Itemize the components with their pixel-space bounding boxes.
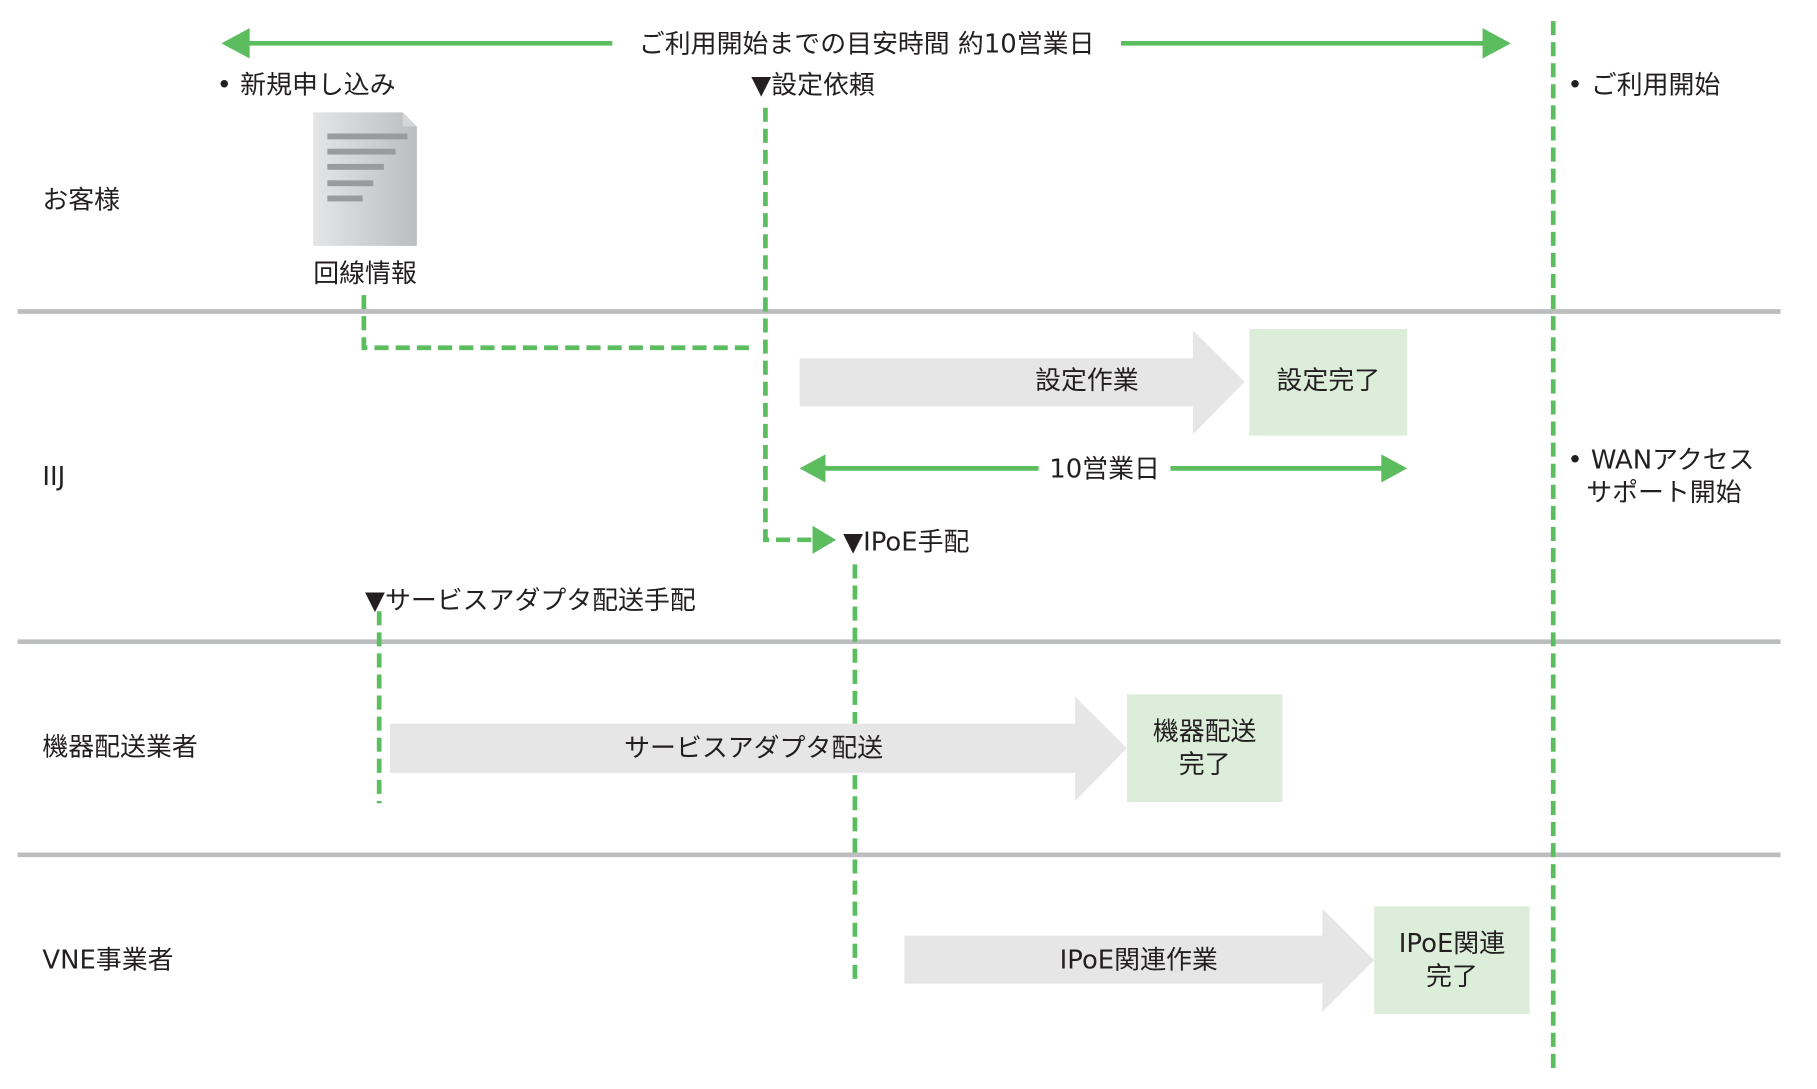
milestone-new-application: • 新規申し込み [217, 71, 396, 101]
task-arrow [799, 330, 1245, 435]
milestone-setting-request: ▼設定依頼 [751, 71, 875, 101]
complete-box-device-delivery: 機器配送 完了 [1126, 694, 1283, 803]
milestone-ipoe-arrangement: ▼IPoE手配 [843, 527, 969, 557]
lane-label-customer: お客様 [42, 185, 120, 215]
complete-box-ipoe: IPoE関連 完了 [1374, 906, 1530, 1015]
arrowhead-right-icon [1482, 28, 1511, 59]
lane-label-device-delivery: 機器配送業者 [42, 732, 197, 762]
milestone-adapter-delivery-arrangement: ▼サービスアダプタ配送手配 [365, 586, 696, 616]
milestone-wan-support-line1: • WANアクセス [1567, 445, 1754, 475]
milestone-wan-support-line2: サポート開始 [1586, 478, 1742, 508]
document-icon [313, 112, 417, 246]
complete-box-setting: 設定完了 [1249, 329, 1408, 436]
iij-span-arrow: 10営業日 [799, 454, 1408, 485]
document-text-lines [327, 133, 408, 202]
complete-label: 設定完了 [1277, 366, 1381, 396]
lane-label-iij: IIJ [42, 462, 65, 492]
complete-label-line2: 完了 [1179, 750, 1231, 780]
task-setting-work: 設定作業 [799, 330, 1245, 435]
task-label: 設定作業 [1035, 366, 1139, 396]
task-adapter-delivery: サービスアダプタ配送 [389, 696, 1127, 801]
task-arrow [904, 908, 1375, 1012]
arrowhead-left-icon [799, 454, 826, 483]
document-label: 回線情報 [313, 259, 417, 289]
task-label: IPoE関連作業 [1060, 945, 1218, 975]
complete-label-line1: IPoE関連 [1399, 929, 1506, 959]
task-arrow [389, 696, 1127, 801]
complete-label-line2: 完了 [1426, 962, 1478, 992]
lane-label-vne: VNE事業者 [42, 945, 173, 975]
milestone-service-start: • ご利用開始 [1567, 71, 1720, 101]
iij-span-label: 10営業日 [1049, 455, 1160, 485]
ipoe-arrowhead-icon [812, 525, 837, 554]
overall-span-label: ご利用開始までの目安時間 約10営業日 [639, 30, 1095, 60]
arrowhead-right-icon [1381, 454, 1408, 483]
complete-label-line1: 機器配送 [1153, 717, 1257, 747]
task-label: サービスアダプタ配送 [624, 734, 883, 764]
arrowhead-left-icon [221, 28, 250, 59]
setting-request-connector [763, 107, 815, 543]
line-info-connector [361, 295, 754, 351]
task-ipoe-work: IPoE関連作業 [904, 908, 1375, 1012]
overall-span-arrow: ご利用開始までの目安時間 約10営業日 [221, 28, 1511, 60]
